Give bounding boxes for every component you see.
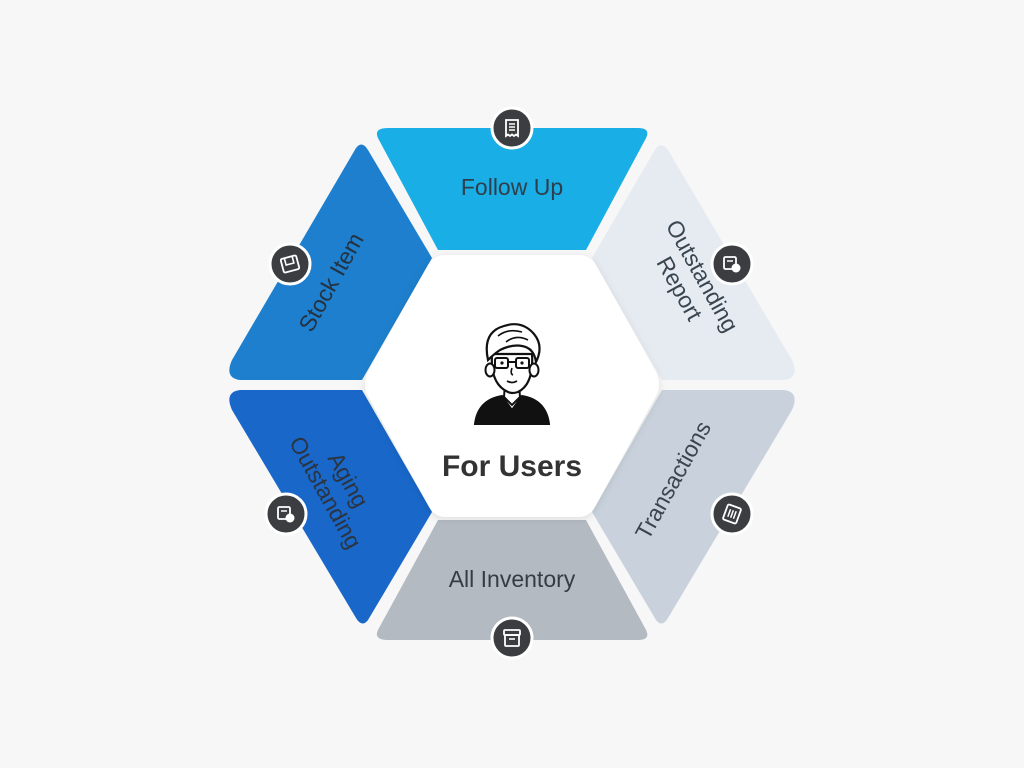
archive-box-icon[interactable] — [490, 616, 534, 660]
segments-layer: Follow UpOutstandingReportTransactionsAl… — [229, 128, 795, 640]
user-avatar-illustration — [473, 323, 551, 425]
segment-label-line: Follow Up — [461, 174, 563, 200]
segment-shape-aging-outstanding — [229, 390, 432, 624]
segment-shape-stock-item — [229, 144, 432, 380]
bill-payment-icon[interactable] — [264, 492, 308, 536]
center-hexagon: For Users — [365, 255, 659, 517]
product-box-icon-glyph — [279, 254, 301, 274]
segment-shape-all-inventory — [376, 520, 648, 640]
icon-badges-layer — [264, 106, 754, 660]
icon-badge-circle — [264, 492, 308, 536]
ticket-icon[interactable] — [710, 492, 754, 536]
segment-shape-outstanding-report — [592, 145, 795, 380]
center-title: For Users — [442, 450, 582, 483]
segment-label-line: All Inventory — [449, 566, 576, 592]
segment-label-follow-up: Follow Up — [461, 174, 563, 200]
bill-payment-icon-glyph — [277, 506, 295, 523]
ticket-icon-glyph — [722, 503, 742, 525]
icon-badge-circle — [490, 616, 534, 660]
segment-follow-up[interactable]: Follow Up — [376, 128, 648, 250]
icon-badge-circle — [490, 106, 534, 150]
segment-shape-follow-up — [376, 128, 648, 250]
receipt-icon-glyph — [505, 119, 519, 138]
segment-label-all-inventory: All Inventory — [449, 566, 576, 592]
segment-stock-item[interactable]: Stock Item — [229, 144, 432, 380]
bill-payment-icon[interactable] — [710, 242, 754, 286]
archive-box-icon-glyph — [503, 629, 521, 647]
icon-badge-circle — [710, 242, 754, 286]
segment-all-inventory[interactable]: All Inventory — [376, 520, 648, 640]
segment-shape-transactions — [592, 390, 795, 624]
receipt-icon[interactable] — [490, 106, 534, 150]
product-box-icon[interactable] — [268, 242, 312, 286]
bill-payment-icon-glyph — [723, 256, 741, 273]
segment-transactions[interactable]: Transactions — [592, 390, 795, 624]
